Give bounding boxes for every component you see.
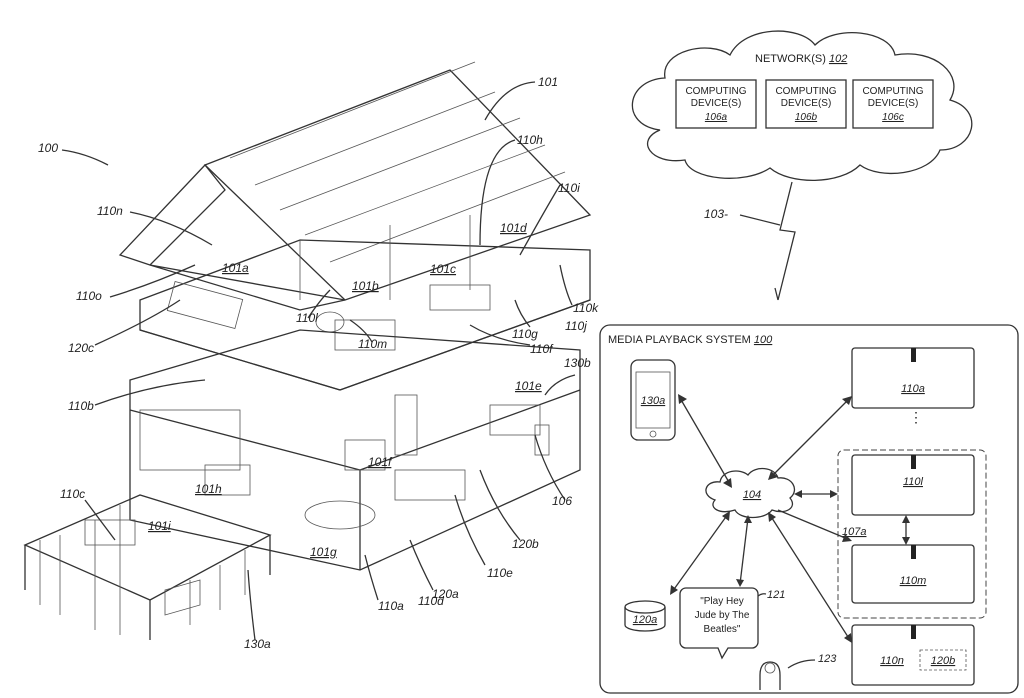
label-player-110h: 110h xyxy=(517,133,543,147)
label-player-110k: 110k xyxy=(573,301,599,315)
svg-text:110a: 110a xyxy=(901,383,925,395)
svg-text:106b: 106b xyxy=(795,112,818,123)
house-illustration xyxy=(23,61,592,640)
player-110a: 110a xyxy=(851,347,975,409)
hub-network-cloud: 104 xyxy=(705,467,795,519)
house-labels: 100 101 101a 101b 101c 101d 101e 101f 10… xyxy=(38,75,599,651)
svg-text:COMPUTING: COMPUTING xyxy=(685,86,746,97)
svg-text:110m: 110m xyxy=(900,575,927,587)
svg-text:130a: 130a xyxy=(641,395,665,407)
label-speech-121: 121 xyxy=(767,589,785,601)
nmd-120a-icon: 120a xyxy=(624,600,666,632)
mps-title: MEDIA PLAYBACK SYSTEM 100 xyxy=(608,334,773,346)
svg-text:COMPUTING: COMPUTING xyxy=(775,86,836,97)
hub-arrows xyxy=(670,394,852,643)
ellipsis-dots: ⋮ xyxy=(909,409,923,425)
player-110n: 110n 120b xyxy=(851,624,975,686)
label-room-101a: 101a xyxy=(222,261,249,275)
user-icon: 123 xyxy=(759,653,837,690)
label-player-110f: 110f xyxy=(530,342,554,356)
player-110l: 110l xyxy=(851,454,975,516)
svg-text:DEVICE(S): DEVICE(S) xyxy=(691,98,742,109)
svg-text:110n: 110n xyxy=(880,655,904,667)
label-nmd-120b: 120b xyxy=(512,537,539,551)
svg-text:COMPUTING: COMPUTING xyxy=(862,86,923,97)
svg-text:DEVICE(S): DEVICE(S) xyxy=(868,98,919,109)
label-player-110b: 110b xyxy=(68,399,94,413)
label-player-110c: 110c xyxy=(60,487,85,501)
label-nmd-120c: 120c xyxy=(68,341,94,355)
label-roof-101: 101 xyxy=(538,75,558,89)
label-player-110a: 110a xyxy=(378,599,404,613)
label-room-101g: 101g xyxy=(310,545,337,559)
label-player-110d: 110d xyxy=(418,594,444,608)
network-link-lightning: 103- xyxy=(704,181,796,301)
label-player-110l: 110l xyxy=(296,311,318,325)
label-room-101f: 101f xyxy=(368,455,393,469)
label-room-101h: 101h xyxy=(195,482,222,496)
label-player-110e: 110e xyxy=(487,566,513,580)
label-controller-130b: 130b xyxy=(564,356,591,370)
computing-device-c: COMPUTING DEVICE(S) 106c xyxy=(852,79,934,129)
label-room-101i: 101i xyxy=(148,519,171,533)
svg-text:120a: 120a xyxy=(633,614,657,626)
label-player-110m: 110m xyxy=(358,337,387,351)
computing-device-b: COMPUTING DEVICE(S) 106b xyxy=(765,79,847,129)
svg-text:DEVICE(S): DEVICE(S) xyxy=(781,98,832,109)
label-computer-106: 106 xyxy=(552,494,572,508)
svg-text:104: 104 xyxy=(743,489,761,501)
network-cloud: NETWORK(S) 102 xyxy=(631,30,973,182)
controller-phone-icon: 130a xyxy=(630,359,676,441)
label-controller-130a: 130a xyxy=(244,637,271,651)
player-110m: 110m xyxy=(851,544,975,604)
label-link-103: 103- xyxy=(704,207,728,221)
svg-text:"Play Hey: "Play Hey xyxy=(700,596,744,607)
svg-text:120b: 120b xyxy=(931,655,955,667)
house-leader-lines xyxy=(61,81,576,641)
svg-text:110l: 110l xyxy=(903,476,924,488)
svg-text:106c: 106c xyxy=(882,112,904,123)
speech-bubble: "Play Hey Jude by The Beatles" 121 xyxy=(679,587,785,660)
label-player-110n: 110n xyxy=(97,204,123,218)
label-system-100: 100 xyxy=(38,141,58,155)
label-nmd-120a: 120a xyxy=(432,587,459,601)
label-player-110i: 110i xyxy=(558,181,580,195)
label-user-123: 123 xyxy=(818,653,837,665)
label-room-101e: 101e xyxy=(515,379,542,393)
svg-text:Beatles": Beatles" xyxy=(704,624,741,635)
label-room-101c: 101c xyxy=(430,262,456,276)
media-playback-system: MEDIA PLAYBACK SYSTEM 100 130a 104 110a … xyxy=(599,324,1019,694)
network-title: NETWORK(S) 102 xyxy=(755,53,847,65)
label-player-110o: 110o xyxy=(76,289,102,303)
label-room-101b: 101b xyxy=(352,279,379,293)
label-player-110j: 110j xyxy=(565,319,587,333)
group-107a: 107a xyxy=(837,449,987,619)
label-player-110g: 110g xyxy=(512,327,538,341)
computing-device-a: COMPUTING DEVICE(S) 106a xyxy=(675,79,757,129)
svg-text:106a: 106a xyxy=(705,112,728,123)
svg-text:Jude by The: Jude by The xyxy=(695,610,750,621)
label-room-101d: 101d xyxy=(500,221,527,235)
svg-text:107a: 107a xyxy=(842,526,866,538)
